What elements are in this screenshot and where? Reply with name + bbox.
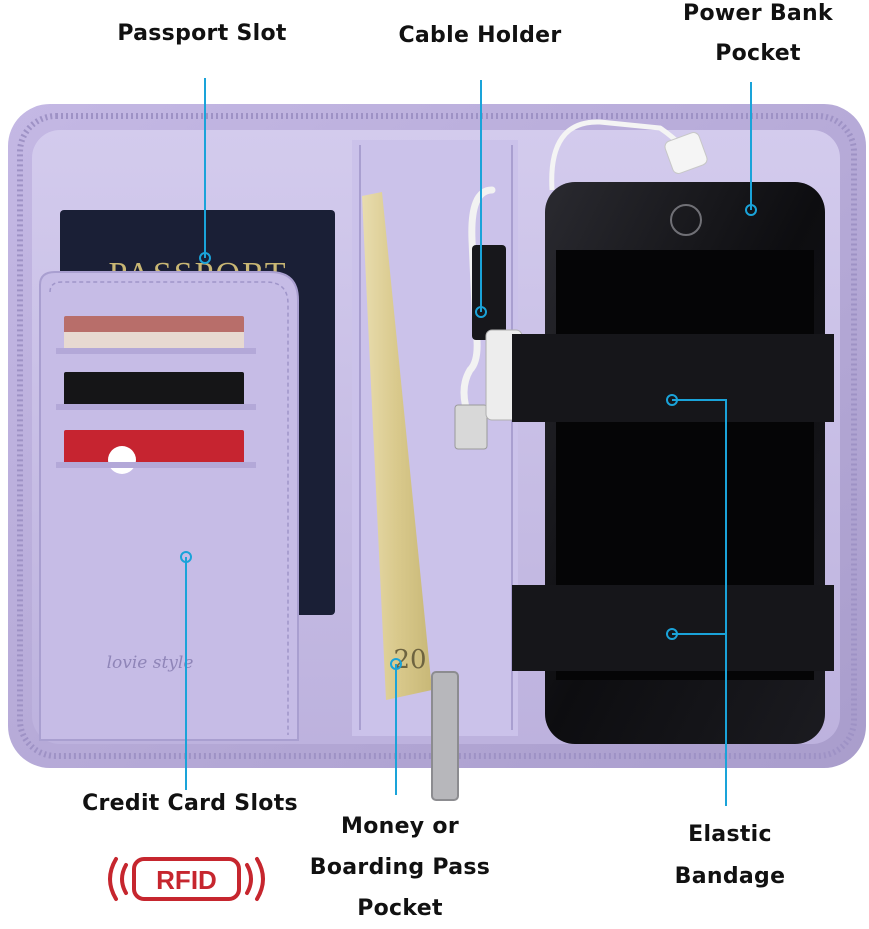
credit-card-3-logo: [108, 446, 136, 474]
elastic-band-top: [512, 334, 834, 422]
usb-cable: [460, 186, 496, 424]
callouts: [180, 78, 757, 806]
callout-power-dot: [745, 204, 757, 216]
label-passport-slot: Passport Slot: [117, 21, 287, 46]
banknote: [362, 192, 432, 700]
rfid-wave-left-outer: [108, 857, 118, 901]
power-bank-button: [670, 204, 702, 236]
brand-script: lovie style: [107, 653, 194, 673]
label-money-line2: Boarding Pass: [309, 855, 491, 880]
callout-passport-dot: [199, 252, 211, 264]
credit-card-2: [64, 372, 244, 406]
rfid-frame: [132, 857, 241, 901]
callout-money-dot: [390, 658, 402, 670]
label-money-line1: Money or: [341, 814, 459, 839]
cable-strap: [472, 245, 506, 340]
card-slot-3: [56, 462, 256, 468]
label-elastic-bandage: Elastic Bandage: [650, 814, 810, 898]
rfid-wave-left-inner: [120, 863, 128, 895]
callout-elastic: [672, 399, 727, 806]
rfid-wave-right-outer: [255, 857, 265, 901]
power-bank-plug: [664, 132, 708, 174]
rfid-wave-right-inner: [245, 863, 253, 895]
callout-elastic-dot-top: [666, 394, 678, 406]
credit-card-3: [64, 430, 244, 464]
label-power-bank-pocket: Power Bank Pocket: [658, 0, 858, 74]
card-slot-1: [56, 348, 256, 354]
credit-card-1-stripe: [64, 332, 244, 350]
rfid-badge: RFID: [108, 857, 265, 901]
label-elastic-line2: Bandage: [674, 864, 786, 889]
zipper-pull: [431, 671, 459, 801]
callout-cable-dot: [475, 306, 487, 318]
rfid-text: RFID: [156, 865, 217, 895]
callout-elastic-dot-bottom: [666, 628, 678, 640]
usb-plug: [454, 404, 488, 450]
callout-credit-dot: [180, 551, 192, 563]
label-elastic-line1: Elastic: [688, 822, 772, 847]
label-credit-card-slots: Credit Card Slots: [82, 791, 298, 816]
zipper-track: [17, 113, 857, 759]
label-power-bank-line1: Power Bank: [683, 1, 833, 26]
label-money-pocket: Money or Boarding Pass Pocket: [300, 806, 500, 929]
elastic-band-bottom: [512, 585, 834, 671]
card-slot-2: [56, 404, 256, 410]
label-cable-holder: Cable Holder: [398, 23, 562, 48]
label-power-bank-line2: Pocket: [715, 41, 801, 66]
label-money-line3: Pocket: [357, 896, 443, 921]
